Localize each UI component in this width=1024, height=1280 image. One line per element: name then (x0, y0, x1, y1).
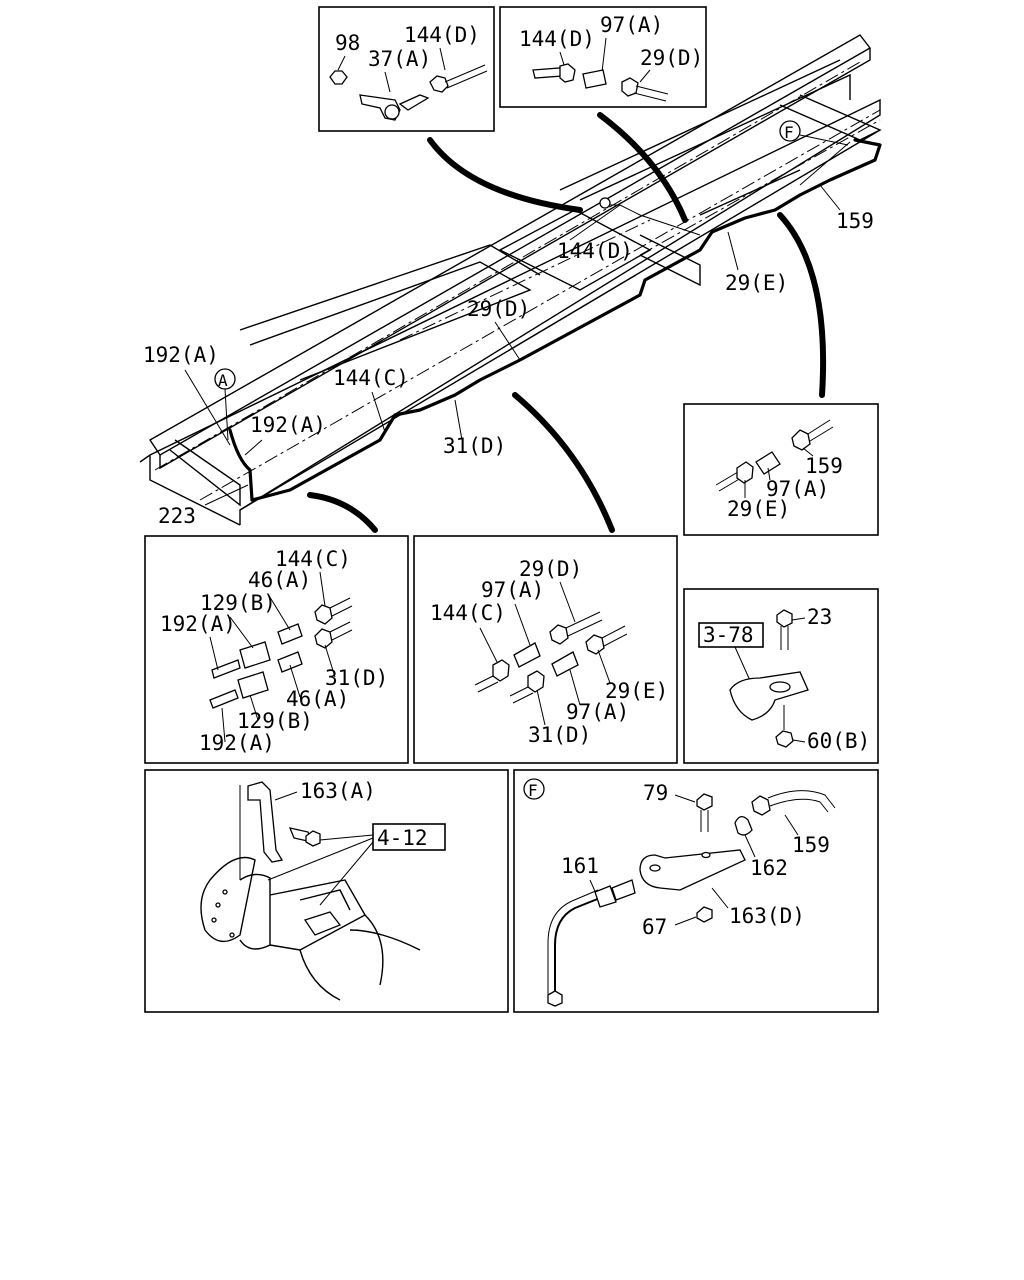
label-144d: 144(D) (557, 239, 633, 263)
label-159: 159 (836, 209, 874, 233)
label-129b-2: 129(B) (237, 709, 313, 733)
label-60b: 60(B) (807, 729, 870, 753)
label-29d: 29(D) (640, 46, 703, 70)
label-97a: 97(A) (600, 13, 663, 37)
ref-box-3-78 (698, 622, 764, 648)
label-37a: 37(A) (368, 47, 431, 71)
label-31d: 31(D) (443, 434, 506, 458)
label-67: 67 (642, 915, 667, 939)
ref-f-text: F (784, 123, 794, 142)
detail-leader-arcs (307, 112, 827, 533)
ref-4-12: 4-12 (377, 826, 428, 850)
label-79: 79 (643, 781, 668, 805)
label-29d: 29(D) (519, 557, 582, 581)
detail-box-top-left: 98 37(A) 144(D) (318, 6, 495, 132)
detail-box-row2-mid: 29(D) 97(A) 144(C) 29(E) 97(A) 31(D) (413, 535, 678, 764)
detail-box-bottom-right: F 79 159 162 161 163(D) 67 (513, 769, 879, 1013)
label-98: 98 (335, 31, 360, 55)
chassis-frame (139, 34, 882, 526)
detail-box-row2-right: 3-78 23 60(B) (683, 588, 879, 764)
ref-a-text: A (218, 371, 228, 390)
label-46a-2: 46(A) (286, 687, 349, 711)
detail-box-right-mid: 159 97(A) 29(E) (683, 403, 879, 536)
ref-f-detail-text: F (528, 781, 538, 800)
label-46a-1: 46(A) (248, 568, 311, 592)
label-192a-2: 192(A) (199, 731, 275, 755)
label-29e: 29(E) (727, 497, 790, 521)
detail-box-row2-left: 144(C) 46(A) 129(B) 192(A) 31(D) 46(A) 1… (144, 535, 409, 764)
label-29e: 29(E) (605, 679, 668, 703)
label-192a-1: 192(A) (160, 612, 236, 636)
label-144c: 144(C) (430, 601, 506, 625)
label-159: 159 (792, 833, 830, 857)
label-144c: 144(C) (333, 366, 409, 390)
label-144c: 144(C) (275, 547, 351, 571)
label-31d: 31(D) (325, 666, 388, 690)
label-144d: 144(D) (404, 23, 480, 47)
label-161: 161 (561, 854, 599, 878)
label-144d: 144(D) (519, 27, 595, 51)
label-223: 223 (158, 504, 196, 528)
ref-marker-f (779, 120, 801, 142)
label-31d: 31(D) (528, 723, 591, 747)
label-163a: 163(A) (300, 779, 376, 803)
ref-box-4-12 (372, 823, 446, 851)
ref-marker-f-detail (523, 778, 545, 800)
label-192a-second: 192(A) (250, 413, 326, 437)
label-97a-2: 97(A) (566, 700, 629, 724)
label-129b-1: 129(B) (200, 591, 276, 615)
label-163d: 163(D) (729, 904, 805, 928)
label-97a-1: 97(A) (481, 578, 544, 602)
detail-box-bottom-left: 163(A) 4-12 (144, 769, 509, 1013)
brake-pipe-run (228, 138, 882, 502)
detail-box-top-mid: 144(D) 97(A) 29(D) (499, 6, 707, 108)
ref-3-78: 3-78 (703, 623, 754, 647)
label-29d: 29(D) (467, 297, 530, 321)
main-labels: 192(A) A 192(A) 223 144(C) 31(D) 29(D) 1… (143, 120, 874, 528)
label-97a: 97(A) (766, 477, 829, 501)
label-23: 23 (807, 605, 832, 629)
label-162: 162 (750, 856, 788, 880)
label-29e: 29(E) (725, 271, 788, 295)
label-159: 159 (805, 454, 843, 478)
label-192a-top: 192(A) (143, 343, 219, 367)
